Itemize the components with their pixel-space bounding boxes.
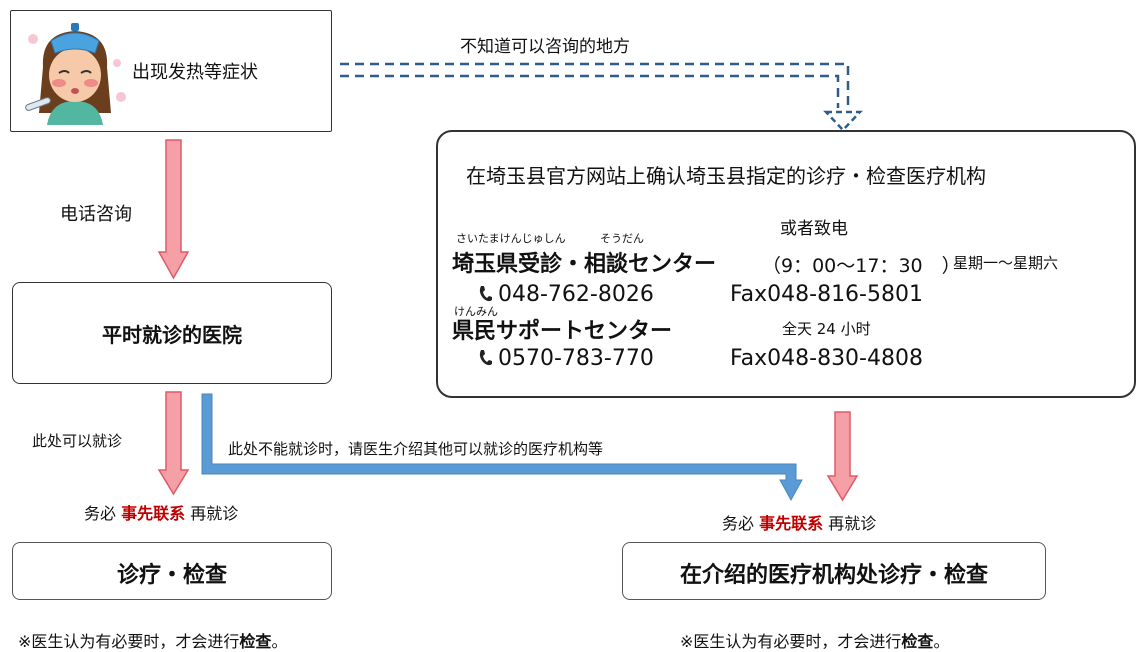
regular-clinic-box: 平时就诊的医院: [12, 282, 332, 384]
arrow-referral: [201, 393, 803, 502]
note-emphasis: 检查: [239, 632, 272, 651]
center1-fax: Fax048-816-5801: [730, 282, 923, 307]
cannot-visit-here-label: 此处不能就诊时，请医生介绍其他可以就诊的医疗机构等: [228, 440, 604, 458]
exam-right-text: 在介绍的医疗机构处诊疗・检查: [679, 563, 988, 588]
can-visit-here-label: 此处可以就诊: [32, 432, 123, 450]
center2-tel-number: 0570-783-770: [498, 346, 654, 371]
symptom-box: [10, 10, 332, 132]
note-suffix: 。: [933, 632, 950, 651]
contact-suffix: 再就诊: [190, 504, 239, 523]
note-prefix: ※医生认为有必要时，才会进行: [680, 632, 902, 651]
phone-icon: [479, 350, 492, 366]
note-emphasis: 检查: [901, 632, 934, 651]
symptom-text: 出现发热等症状: [132, 62, 258, 83]
note-right: ※医生认为有必要时，才会进行检查。: [680, 628, 949, 652]
unknown-where-label: 不知道可以咨询的地方: [460, 37, 630, 57]
ruby-saitamaken-jushin: さいたまけんじゅしん: [456, 232, 566, 245]
center1-hours: （9：00～17：30 ）: [762, 255, 961, 277]
center1-tel[interactable]: 048-762-8026: [478, 282, 654, 307]
contact-prefix: 务必: [722, 514, 755, 533]
note-suffix: 。: [271, 632, 288, 651]
regular-clinic-text: 平时就诊的医院: [102, 323, 242, 347]
or-call-label: 或者致电: [780, 219, 848, 239]
contact-emphasis: 事先联系: [759, 514, 824, 533]
arrow-clinic-to-exam: [157, 391, 190, 496]
ruby-kenmin: けんみん: [454, 305, 498, 318]
arrow-confirm-to-exam: [826, 411, 859, 502]
contact-emphasis: 事先联系: [121, 504, 186, 523]
arrow-dashed-head: [823, 110, 863, 132]
exam-left-text: 诊疗・检查: [116, 563, 227, 588]
center1-days: 星期一～星期六: [953, 254, 1059, 272]
confirm-title: 在埼玉县官方网站上确认埼玉县指定的诊疗・检查医疗机构: [466, 164, 986, 188]
sick-person-icon: [25, 23, 126, 125]
arrow-symptom-to-clinic: [157, 139, 190, 280]
note-prefix: ※医生认为有必要时，才会进行: [18, 632, 240, 651]
phone-consult-label: 电话咨询: [60, 204, 132, 225]
center1-tel-number: 048-762-8026: [498, 282, 654, 307]
center1-name: 埼玉県受診・相談センター: [452, 252, 717, 277]
ruby-soudan: そうだん: [600, 232, 644, 245]
exam-right-box: 在介绍的医疗机构处诊疗・检查: [622, 542, 1046, 600]
center2-tel[interactable]: 0570-783-770: [478, 346, 654, 371]
contact-prefix: 务必: [84, 504, 117, 523]
phone-icon: [479, 286, 492, 302]
contact-notice-right: 务必 事先联系 再就诊: [722, 510, 876, 534]
center2-name: 県民サポートセンター: [452, 319, 673, 344]
contact-suffix: 再就诊: [828, 514, 877, 533]
confirm-box: [436, 130, 1136, 398]
arrow-dashed-unknown: [340, 62, 850, 108]
center2-fax: Fax048-830-4808: [730, 346, 923, 371]
center2-hours: 全天 24 小时: [782, 320, 871, 338]
note-left: ※医生认为有必要时，才会进行检查。: [18, 628, 287, 652]
exam-left-box: 诊疗・检查: [12, 542, 332, 600]
contact-notice-left: 务必 事先联系 再就诊: [84, 500, 238, 524]
